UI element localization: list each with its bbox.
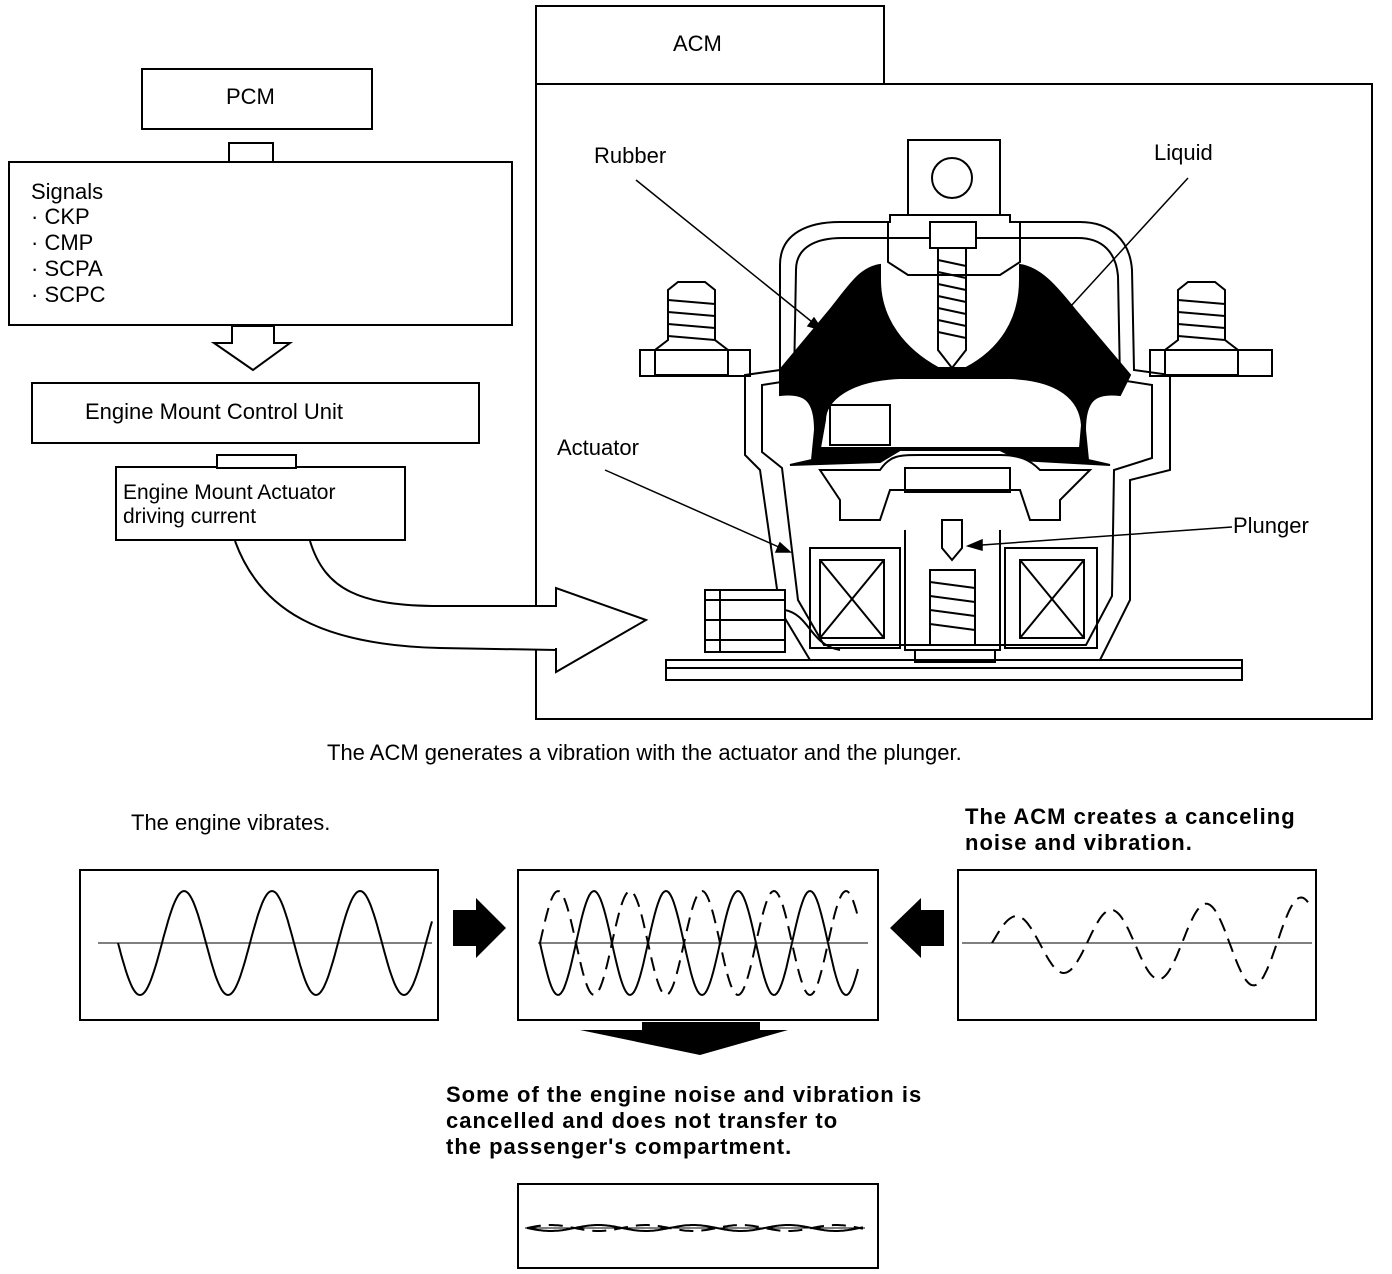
actuator-label: Actuator [557,435,639,460]
actuator-current-line1: Engine Mount Actuator [123,481,336,504]
engine-wave [117,889,433,997]
pcm-label: PCM [226,84,275,109]
engine-vibrates-caption: The engine vibrates. [131,810,331,835]
result-caption-line1: Some of the engine noise and vibration i… [446,1082,923,1107]
actuator-leader [604,469,791,553]
down-arrow-icon [210,325,294,372]
rubber-label: Rubber [594,143,667,168]
signal-cmp: · CMP [31,230,94,255]
pcm-connector-tab [228,142,274,163]
result-down-arrow-icon [580,1022,788,1055]
pcm-box [141,68,373,130]
combined-wave-dashed [539,889,859,997]
combined-wave-solid [539,889,859,997]
residual-wave-solid [526,1224,864,1232]
canceling-wave [991,896,1309,987]
canceling-wave-panel [957,869,1317,1021]
curved-arrow-icon [234,540,649,674]
liquid-leader [1059,177,1189,319]
acm-mount-illustration [639,139,1273,681]
signal-scpa: · SCPA [31,256,103,281]
actuator-current-line2: driving current [123,505,257,528]
left-arrow-icon [890,898,944,958]
plunger-label: Plunger [1233,513,1309,538]
rubber-leader [635,179,823,331]
acm-illustration-frame [535,83,1373,720]
engine-mount-control-unit-box [31,382,480,444]
acm-creates-caption-line1: The ACM creates a canceling [965,804,1296,829]
actuator-arrowhead [774,541,792,553]
residual-wave-dashed [526,1224,864,1232]
signals-title: Signals [31,179,104,204]
plunger [941,519,963,562]
rubber-arrowhead [806,316,824,332]
plunger-leader [967,526,1233,547]
result-caption-line2: cancelled and does not transfer to [446,1108,839,1133]
liquid-label: Liquid [1154,140,1213,165]
acm-caption: The ACM generates a vibration with the a… [327,740,962,765]
result-caption-line3: the passenger's compartment. [446,1134,793,1159]
acm-creates-caption-line2: noise and vibration. [965,830,1193,855]
plunger-arrowhead [965,538,983,551]
control-unit-connector-tab [216,454,297,469]
signal-ckp: · CKP [31,204,90,229]
right-arrow-icon [453,898,506,958]
engine-vibration-panel [79,869,439,1021]
signal-scpc: · SCPC [31,282,106,307]
combined-wave-panel [517,869,879,1021]
engine-mount-control-unit-label: Engine Mount Control Unit [85,399,344,424]
acm-title: ACM [673,31,722,56]
